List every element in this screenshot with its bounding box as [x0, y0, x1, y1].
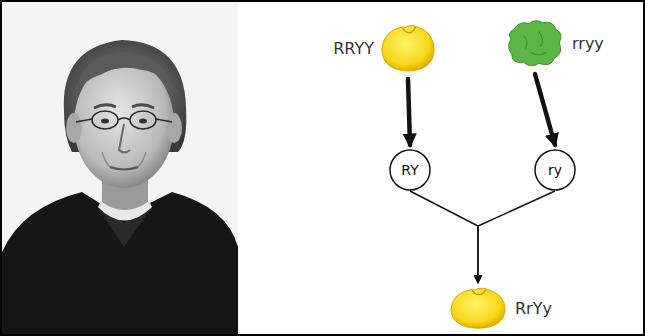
genotype-label: RRYY — [333, 39, 374, 58]
pea-illustration — [449, 286, 507, 330]
gamete-label: RY — [401, 162, 418, 178]
pea-illustration — [380, 23, 436, 73]
gamete-circle: RY — [389, 149, 431, 191]
pea-seed: rryy — [506, 18, 564, 68]
mendel-portrait — [2, 2, 238, 334]
gamete-arrow — [408, 79, 410, 145]
gamete-arrow — [535, 74, 555, 145]
fusion-line — [478, 191, 555, 283]
pea-seed: RrYy — [449, 286, 507, 330]
gamete-circle: ry — [534, 149, 576, 191]
genotype-label: rryy — [572, 34, 604, 53]
pea-seed: RRYY — [380, 23, 436, 73]
fusion-line — [410, 191, 478, 283]
gamete-label: ry — [548, 162, 562, 178]
genotype-label: RrYy — [515, 299, 552, 318]
pea-illustration — [506, 18, 564, 68]
